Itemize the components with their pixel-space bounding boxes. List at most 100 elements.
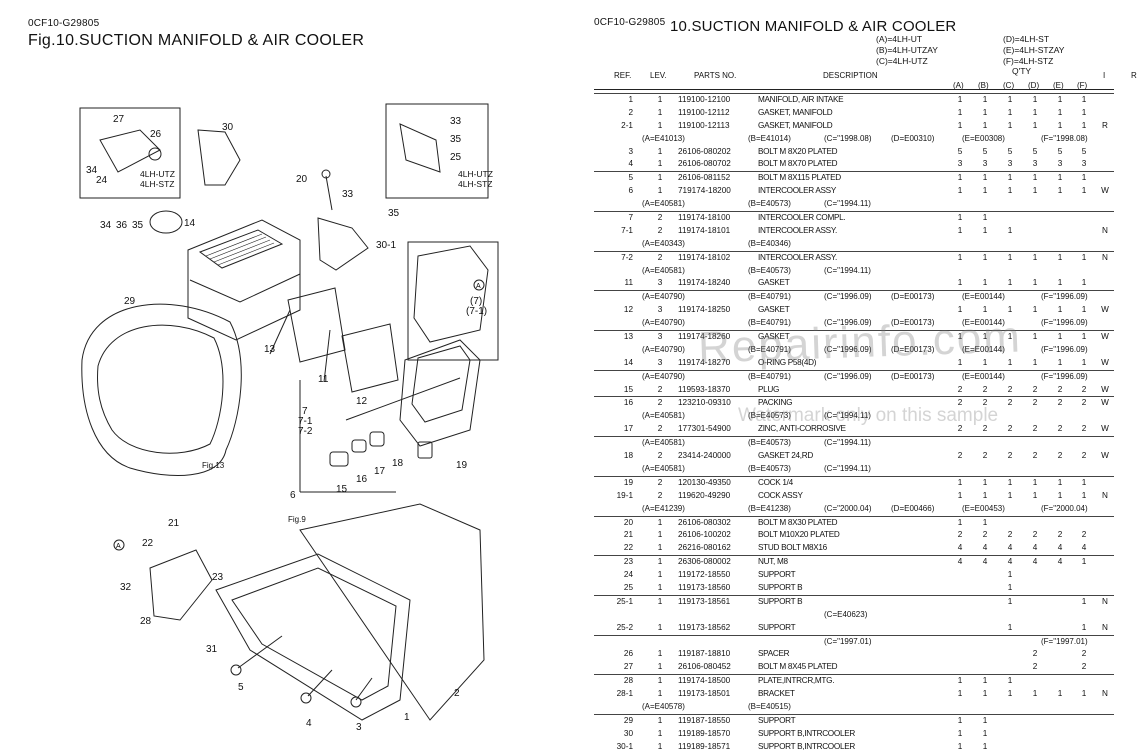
ref-cell: 25 [623, 582, 633, 592]
qty-cell: 1 [982, 490, 988, 500]
serial-note: (A=E41239) [642, 503, 685, 513]
interchange-cell: W [1101, 398, 1109, 408]
callout: 21 [168, 518, 180, 529]
serial-note: (B=E41014) [748, 133, 791, 143]
qty-cell: 4 [982, 543, 988, 553]
qty-cell: 1 [982, 213, 988, 223]
qty-cell: 1 [1032, 278, 1038, 288]
ref-cell: 19 [623, 477, 633, 487]
qty-cell: 1 [982, 186, 988, 196]
qty-cell: 1 [1007, 596, 1013, 606]
ref-cell: 1 [628, 95, 633, 104]
part-number-cell: 26106-080302 [678, 517, 731, 527]
serial-note: (C="1996.09) [824, 318, 872, 328]
qty-cell: 1 [982, 357, 988, 367]
qty-cell: 2 [1057, 424, 1063, 434]
part-number-cell: 719174-18200 [678, 186, 731, 196]
description-cell: PLATE,INTRCR,MTG. [758, 676, 835, 686]
qty-cell: 1 [957, 305, 963, 315]
qty-cell: 1 [982, 225, 988, 235]
level-cell: 2 [657, 477, 663, 487]
qty-cell: 1 [1007, 173, 1013, 183]
description-cell: COCK ASSY [758, 490, 803, 500]
callout: 35 [450, 134, 462, 145]
qty-cell: 2 [1081, 384, 1087, 394]
qty-cell: 1 [957, 186, 963, 196]
qty-cell: 1 [957, 173, 963, 183]
serial-note: (B=E40791) [748, 371, 791, 381]
level-cell: 2 [657, 252, 663, 262]
qty-cell: 5 [1081, 146, 1087, 156]
qty-cell: 1 [957, 517, 963, 527]
level-cell: 3 [657, 357, 663, 367]
callout: 7 [302, 406, 308, 417]
qty-cell: 1 [1007, 225, 1013, 235]
qty-cell: 4 [1057, 543, 1063, 553]
qty-cell: 1 [1081, 689, 1087, 699]
serial-note: (D=E00466) [891, 503, 935, 513]
serial-note-row: (A=E40581)(B=E40573)(C="1994.11) [594, 198, 1114, 211]
level-cell: 1 [657, 622, 663, 632]
serial-note: (C="2000.04) [824, 503, 872, 513]
intake-manifold [215, 553, 411, 721]
qty-cell: 4 [1081, 543, 1087, 553]
serial-note: (A=E41013) [642, 133, 685, 143]
qty-cell: 1 [1057, 173, 1063, 183]
qty-cell: 1 [982, 741, 988, 751]
qty-cell: 2 [1081, 424, 1087, 434]
ref-cell: 24 [623, 570, 633, 580]
callout: 36 [116, 220, 128, 231]
description-cell: GASKET 24,RD [758, 451, 813, 461]
description-cell: GASKET [758, 332, 790, 342]
callout: 3 [356, 722, 362, 733]
serial-note-row: (C=E40623) [594, 609, 1114, 622]
qty-cell: 1 [1057, 332, 1063, 342]
description-cell: BOLT M10X20 PLATED [758, 530, 840, 540]
qty-cell: 1 [1057, 477, 1063, 487]
qty-cell: 1 [982, 728, 988, 738]
qty-cell: 1 [1007, 305, 1013, 315]
qty-cell: 2 [957, 451, 963, 461]
callout: 4 [306, 718, 312, 729]
qty-cell: 3 [1007, 159, 1013, 169]
callout: 17 [374, 466, 386, 477]
level-cell: 3 [657, 305, 663, 315]
qty-cell: 2 [982, 424, 988, 434]
qty-cell: 3 [957, 159, 963, 169]
ref-cell: 18 [623, 451, 633, 461]
qty-cell: 1 [1007, 622, 1013, 632]
marker-a: A [476, 283, 481, 290]
part-number-cell: 119174-18270 [678, 357, 731, 367]
ref-cell: 4 [628, 159, 633, 169]
interchange-cell: W [1101, 305, 1109, 315]
serial-note: (F="1996.09) [1041, 292, 1088, 302]
interchange-cell: N [1102, 225, 1108, 235]
serial-note: (E=E00144) [962, 292, 1005, 302]
qty-cell: 2 [1007, 398, 1013, 408]
qty-cell: 1 [982, 305, 988, 315]
ref-cell: 13 [623, 332, 633, 342]
level-cell: 2 [657, 424, 663, 434]
serial-note: (C="1994.11) [824, 463, 871, 473]
part-number-cell: 26106-080202 [678, 146, 731, 156]
qty-cell: 2 [1032, 384, 1038, 394]
ref-cell: 11 [624, 278, 634, 288]
level-cell: 1 [657, 662, 663, 672]
ref-cell: 25-2 [616, 622, 633, 632]
qty-cell: 1 [1007, 676, 1013, 686]
figure-title: Fig.10.SUCTION MANIFOLD & AIR COOLER [28, 32, 365, 49]
part-number-cell: 119100-12113 [678, 120, 730, 130]
serial-note: (A=E40581) [642, 438, 685, 448]
qty-cell: 2 [1032, 398, 1038, 408]
serial-note: (B=E40573) [748, 265, 791, 275]
serial-note: (C=E40623) [824, 609, 868, 619]
interchange-cell: N [1102, 622, 1108, 632]
serial-note: (C="1994.11) [824, 438, 871, 448]
